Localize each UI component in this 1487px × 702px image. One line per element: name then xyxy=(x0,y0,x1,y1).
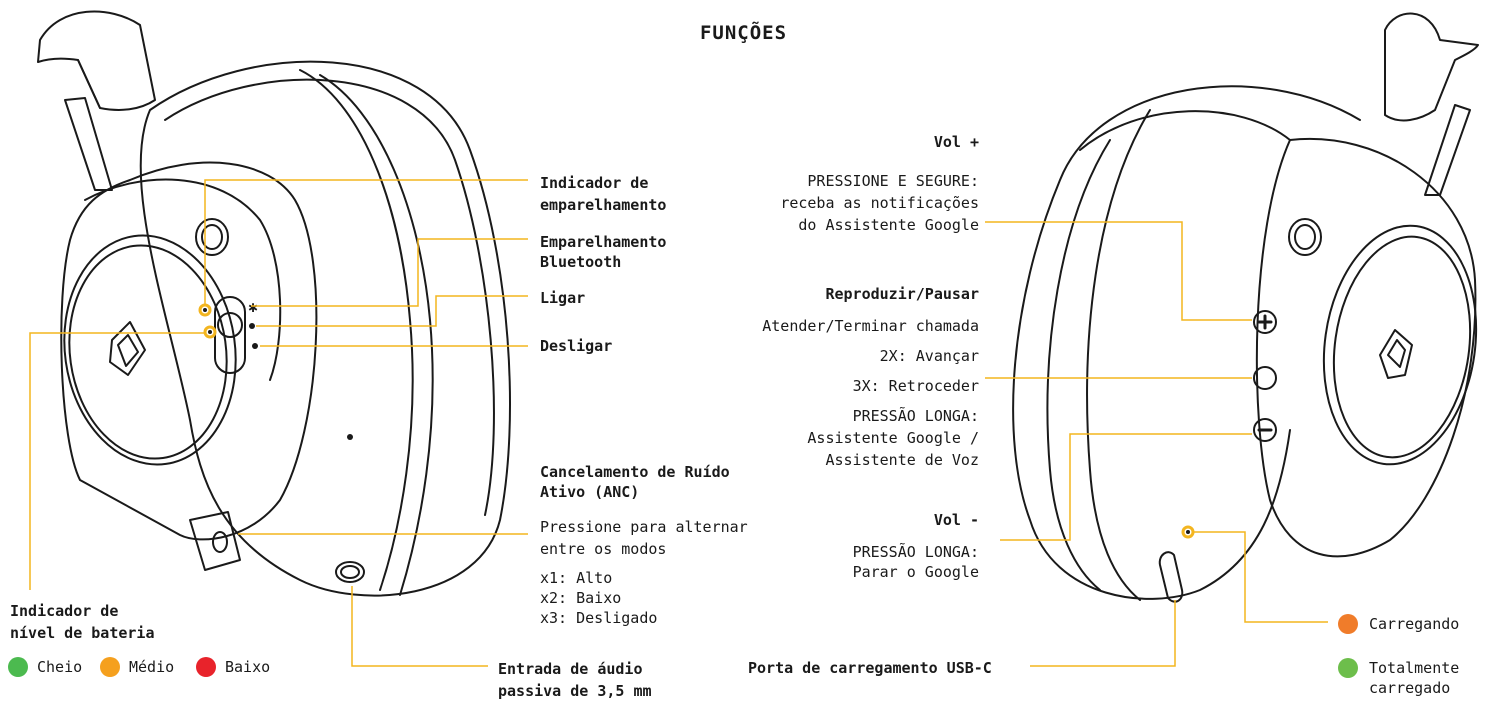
power-on-label: Ligar xyxy=(540,289,586,307)
left-earcup-illustration xyxy=(37,10,511,597)
battery-medium-label: Médio xyxy=(129,658,175,676)
battery-low-label: Baixo xyxy=(225,658,271,676)
right-earcup-illustration xyxy=(1012,12,1479,603)
bluetooth-icon: ✱ xyxy=(248,301,258,315)
vol-down-description: PRESSÃO LONGA: Parar o Google xyxy=(852,543,979,581)
vol-down-title: Vol - xyxy=(933,511,979,529)
left-indicator-markers: ✱ xyxy=(198,301,353,440)
play-pause-title: Reproduzir/Pausar xyxy=(825,285,979,303)
vol-up-description: PRESSIONE E SEGURE: receba as notificaçõ… xyxy=(780,172,979,234)
bluetooth-pairing-label: Emparelhamento Bluetooth xyxy=(540,233,667,271)
usb-port-label: Porta de carregamento USB-C xyxy=(748,659,992,677)
charging-dot xyxy=(1338,614,1358,634)
charged-dot xyxy=(1338,658,1358,678)
battery-indicator-title: Indicador de nível de bateria xyxy=(10,602,155,642)
play-pause-description: Atender/Terminar chamada 2X: Avançar 3X:… xyxy=(762,317,979,469)
anc-description: Pressione para alternar entre os modos xyxy=(540,518,748,558)
anc-title: Cancelamento de Ruído Ativo (ANC) xyxy=(540,463,730,501)
charging-label: Carregando xyxy=(1369,615,1460,633)
charged-label: Totalmente carregado xyxy=(1369,659,1460,697)
battery-low-dot xyxy=(196,657,216,677)
vol-up-title: Vol + xyxy=(933,133,979,151)
page-title: FUNÇÕES xyxy=(699,22,788,44)
power-off-label: Desligar xyxy=(540,337,613,355)
battery-medium-dot xyxy=(100,657,120,677)
right-indicator-markers xyxy=(1181,525,1195,539)
anc-mode-high: x1: Alto xyxy=(540,569,613,587)
callout-lines xyxy=(29,179,1328,667)
anc-mode-low: x2: Baixo xyxy=(540,589,622,607)
anc-modes: x1: Alto x2: Baixo x3: Desligado xyxy=(540,568,657,628)
audio-input-label: Entrada de áudio passiva de 3,5 mm xyxy=(498,660,652,700)
battery-full-dot xyxy=(8,657,28,677)
battery-full-label: Cheio xyxy=(37,658,83,676)
anc-mode-off: x3: Desligado xyxy=(540,609,658,627)
pairing-indicator-label: Indicador de emparelhamento xyxy=(540,174,667,214)
